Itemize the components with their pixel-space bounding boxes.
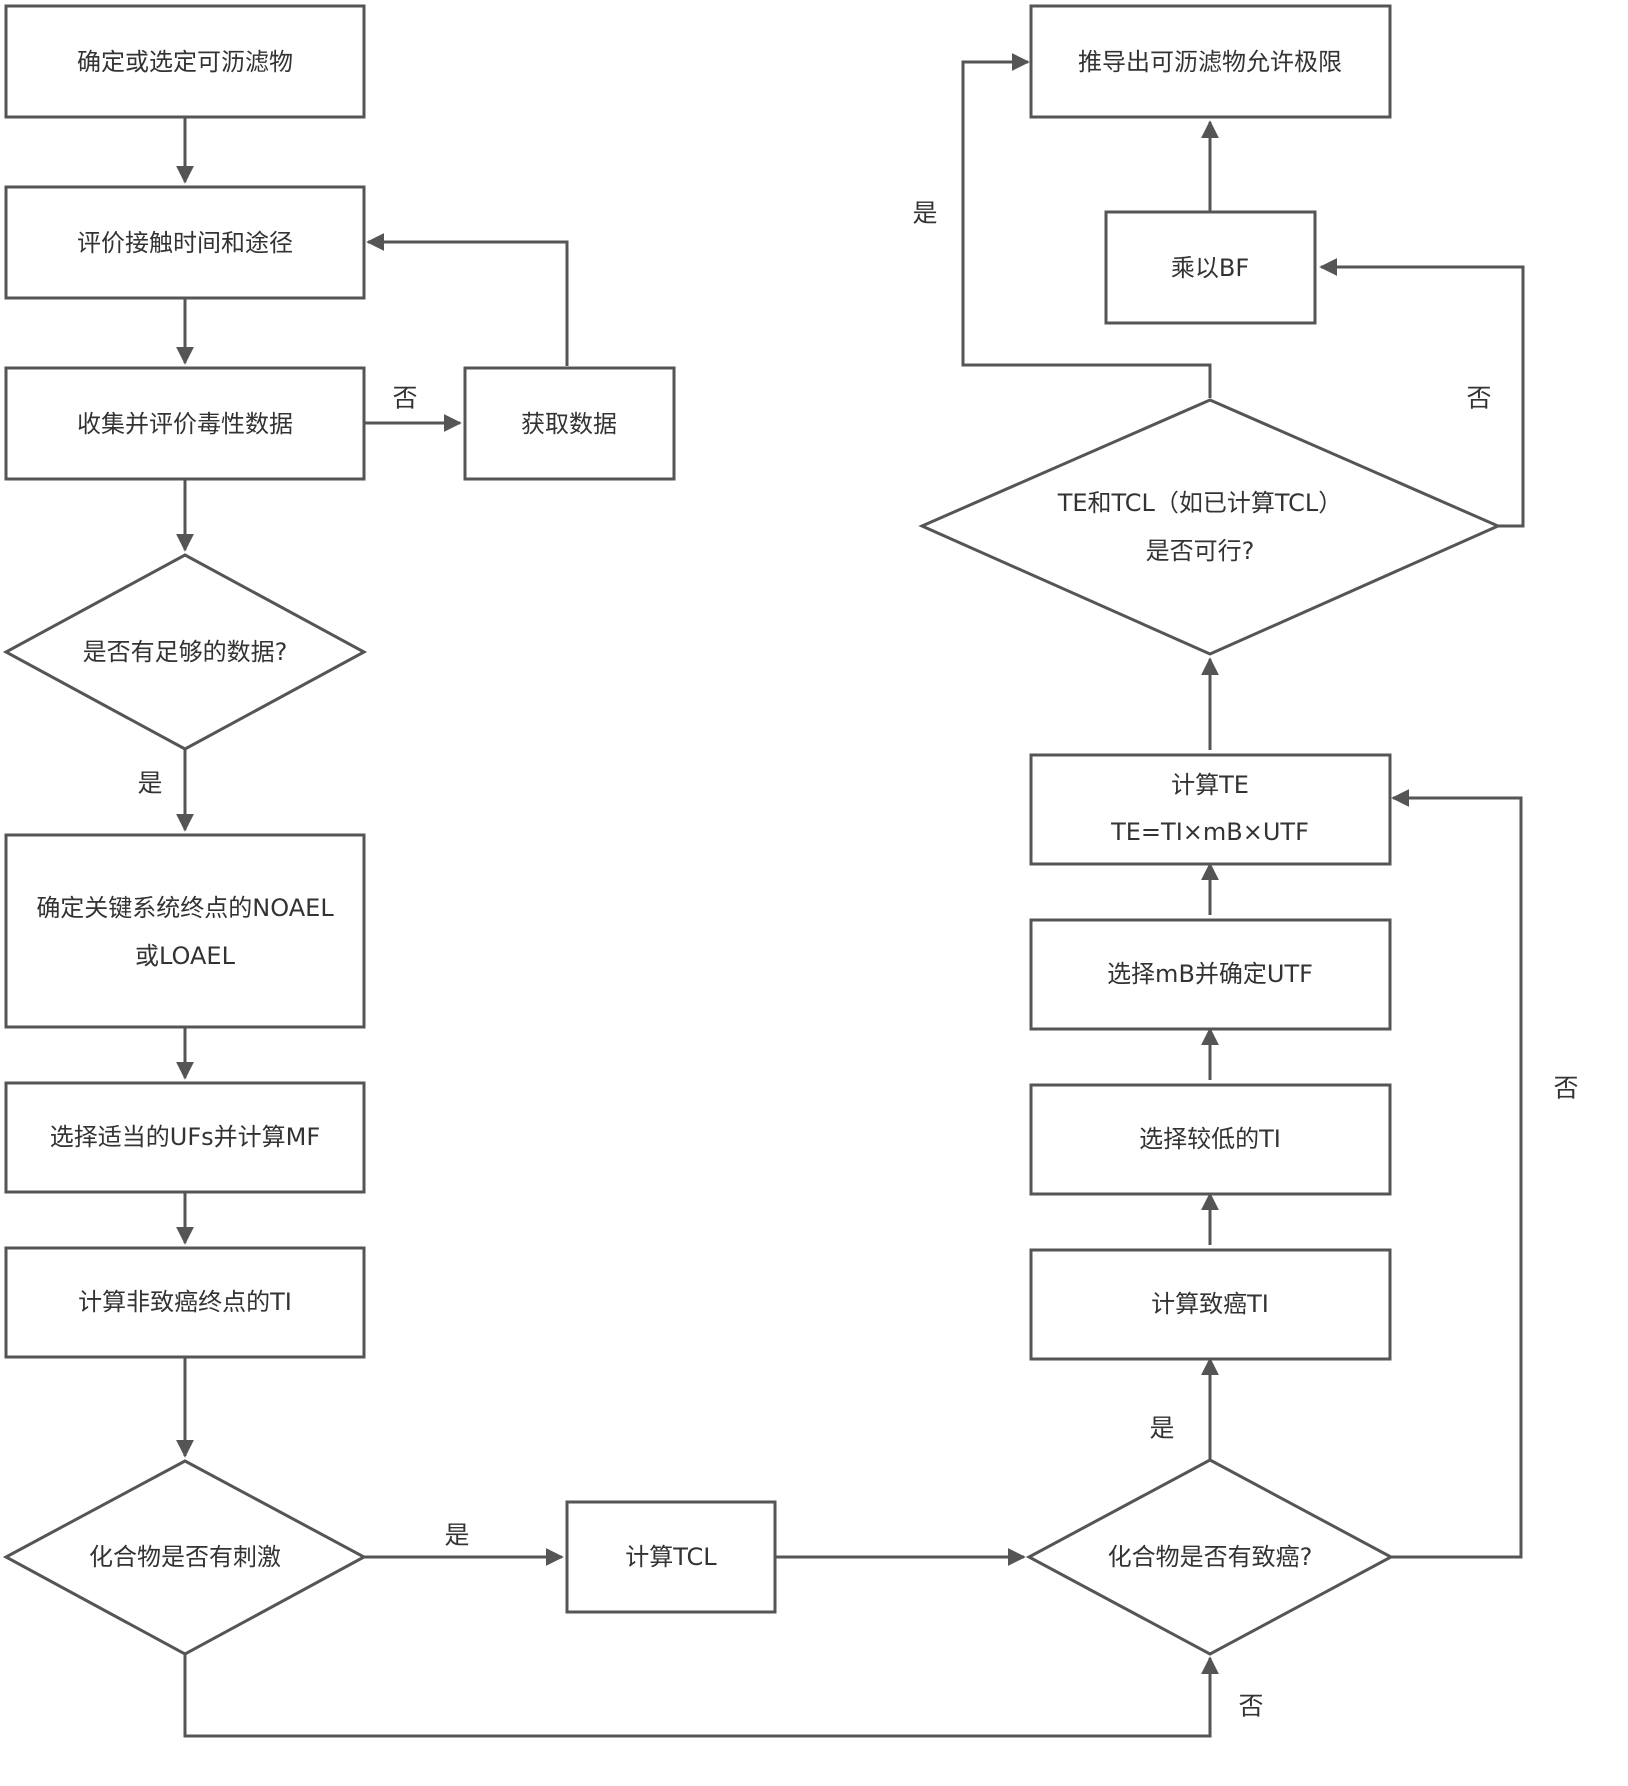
node-assess-exposure: 评价接触时间和途径 [4,185,366,300]
node-carcinogenic-text: 化合物是否有致癌? [1108,1543,1313,1571]
node-irritant: 化合物是否有刺激 [2,1459,368,1656]
process-box [463,366,676,481]
arrow-carcinogenic-no-to-te [1391,789,1523,1559]
decision-diamond [918,398,1502,656]
node-calc-tcl-text: 计算TCL [625,1543,717,1571]
node-identify-text: 确定或选定可沥滤物 [77,48,293,76]
node-calc-ti-noncarc: 计算非致癌终点的TI [4,1246,366,1359]
process-box [1029,1248,1392,1361]
label-no-carcinogenic: 否 [1553,1074,1578,1103]
process-box [4,1246,366,1359]
process-box [565,1500,777,1614]
node-obtain-data: 获取数据 [463,366,676,481]
node-collect-tox: 收集并评价毒性数据 [4,366,366,481]
node-derive-limit-text: 推导出可沥滤物允许极限 [1078,48,1342,76]
node-feasible: TE和TCL（如已计算TCL） 是否可行? [918,398,1502,656]
node-select-mb: 选择mB并确定UTF [1029,918,1392,1031]
label-no-feasible: 否 [1466,384,1491,413]
arrow-feasible-no-to-bf [1319,258,1525,528]
connectors [176,53,1525,1738]
node-calc-te: 计算TE TE=TI×mB×UTF [1029,753,1392,866]
node-calc-carc-ti-text: 计算致癌TI [1151,1290,1269,1318]
node-noael-text-line2: 或LOAEL [135,942,236,970]
node-enough-data: 是否有足够的数据? [2,553,368,751]
node-obtain-data-text: 获取数据 [521,410,617,438]
arrow-obtain-to-assess [366,233,569,366]
process-box [1029,753,1392,866]
label-yes-carcinogenic: 是 [1149,1414,1174,1443]
node-irritant-text: 化合物是否有刺激 [89,1543,281,1571]
node-multiply-bf-text: 乘以BF [1171,254,1249,282]
node-enough-data-text: 是否有足够的数据? [83,638,288,666]
edge-labels: 否 是 是 否 是 否 是 否 [137,199,1578,1721]
process-box [4,833,366,1029]
node-assess-exposure-text: 评价接触时间和途径 [77,229,293,257]
node-select-ufs: 选择适当的UFs并计算MF [4,1081,366,1194]
node-select-mb-text: 选择mB并确定UTF [1107,960,1313,988]
node-select-lower-ti-text: 选择较低的TI [1139,1125,1281,1153]
node-select-ufs-text: 选择适当的UFs并计算MF [50,1123,320,1151]
node-calc-te-text-line1: 计算TE [1171,771,1249,799]
node-calc-carc-ti: 计算致癌TI [1029,1248,1392,1361]
node-derive-limit: 推导出可沥滤物允许极限 [1029,4,1392,119]
node-calc-tcl: 计算TCL [565,1500,777,1614]
node-noael-text-line1: 确定关键系统终点的NOAEL [36,894,334,922]
node-multiply-bf: 乘以BF [1104,210,1317,325]
process-box [4,185,366,300]
node-feasible-text-line1: TE和TCL（如已计算TCL） [1057,489,1343,517]
node-noael: 确定关键系统终点的NOAEL 或LOAEL [4,833,366,1029]
process-box [4,1081,366,1194]
decision-diamond [2,553,368,751]
label-no-obtain: 否 [392,384,417,413]
process-box [4,366,366,481]
label-yes-feasible: 是 [912,199,937,228]
node-calc-ti-noncarc-text: 计算非致癌终点的TI [78,1288,292,1316]
process-box [1029,918,1392,1031]
label-no-irritant: 否 [1238,1692,1263,1721]
node-identify: 确定或选定可沥滤物 [4,4,366,119]
arrow-feasible-yes-to-limit [961,53,1212,398]
process-box [1029,1083,1392,1196]
node-carcinogenic: 化合物是否有致癌? [1025,1458,1395,1656]
node-collect-tox-text: 收集并评价毒性数据 [77,410,293,438]
process-box [1104,210,1317,325]
process-box [4,4,366,119]
node-feasible-text-line2: 是否可行? [1146,537,1255,565]
process-box [1029,4,1392,119]
node-calc-te-text-line2: TE=TI×mB×UTF [1110,818,1309,846]
decision-diamond [1025,1458,1395,1656]
arrow-irritant-no-to-carcinogenic [183,1654,1219,1738]
node-select-lower-ti: 选择较低的TI [1029,1083,1392,1196]
label-yes-enough: 是 [137,769,162,798]
decision-diamond [2,1459,368,1656]
label-yes-irritant: 是 [444,1521,469,1550]
